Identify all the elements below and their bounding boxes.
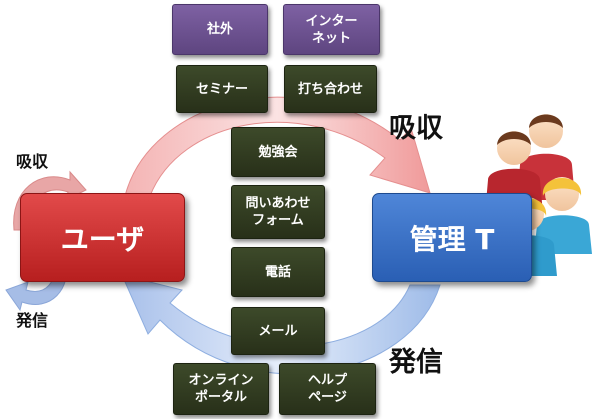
user-cycle-send-label: 発信 [16,311,49,330]
channel-shagai: 社外 [172,4,268,55]
send-label: 発信 [389,347,443,378]
channel-form: 問いあわせ フォーム [231,185,325,239]
absorb-label: 吸収 [389,113,443,144]
channel-portal: オンライン ポータル [173,363,269,415]
channel-internet: インター ネット [283,4,380,55]
channel-mail: メール [231,307,325,355]
channel-meeting: 打ち合わせ [284,65,377,113]
send-arrow [121,274,441,375]
team-box-label: 管理 T [409,222,495,256]
user-cycle-absorb-label: 吸収 [16,152,49,171]
user-box: ユーザ [20,193,185,282]
channel-phone: 電話 [231,247,325,297]
channel-study: 勉強会 [231,127,325,177]
team-box: 管理 T [372,193,532,282]
absorb-arrow [124,96,431,197]
user-box-label: ユーザ [60,222,145,256]
channel-seminar: セミナー [176,65,268,113]
channel-helppage: ヘルプ ページ [279,363,376,415]
